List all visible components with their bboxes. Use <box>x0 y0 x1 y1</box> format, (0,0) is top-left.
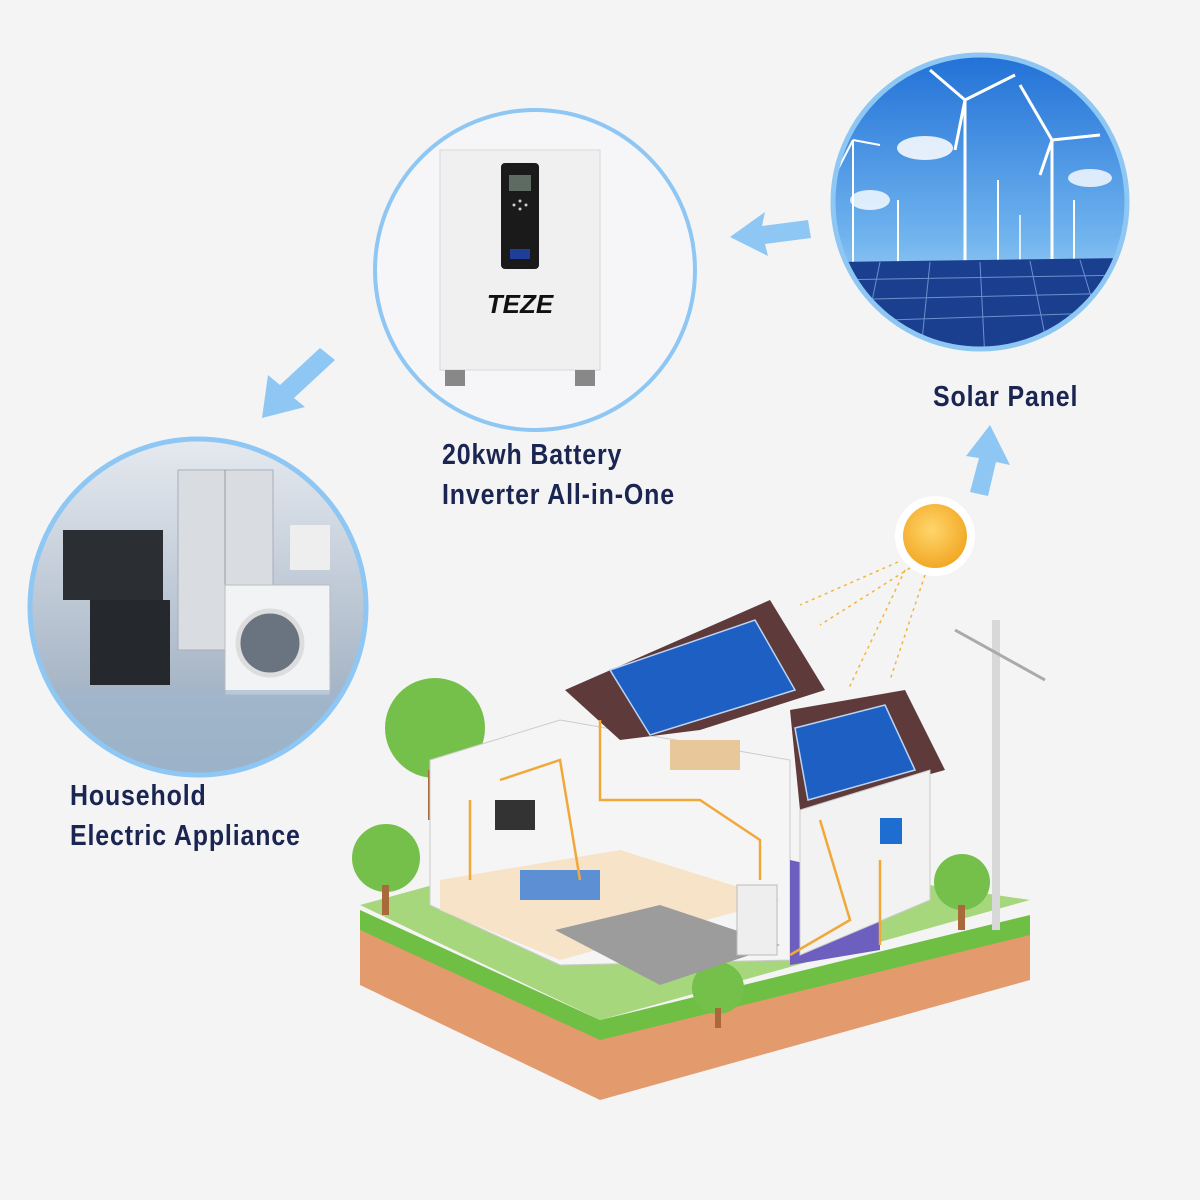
utility-pole <box>992 620 1000 930</box>
solar-panel-label: Solar Panel <box>933 381 1079 413</box>
arrow-up-icon <box>966 425 1010 496</box>
battery-label-line2: Inverter All-in-One <box>442 479 675 511</box>
appliance-label-line2: Electric Appliance <box>70 820 301 852</box>
oven-icon <box>63 530 163 600</box>
arrow-down-left-icon <box>262 348 335 418</box>
sun-icon <box>799 496 975 691</box>
sofa-icon <box>520 870 600 900</box>
tv-icon <box>495 800 535 830</box>
roof-solar-panel <box>608 619 797 736</box>
flow-arrows <box>262 212 1010 496</box>
arrow-left-icon <box>730 212 811 256</box>
solar-wind-circle <box>830 52 1130 352</box>
battery-inverter-unit: TEZE <box>439 149 601 386</box>
wiring <box>468 720 882 957</box>
battery-label-line1: 20kwh Battery <box>442 439 623 471</box>
solar-house-illustration <box>352 600 1046 1100</box>
teze-logo: TEZE <box>487 289 554 319</box>
bed-icon <box>670 740 740 770</box>
dishwasher-icon <box>90 600 170 685</box>
household-appliance-circle <box>27 436 369 778</box>
coffee-machine-icon <box>290 525 330 570</box>
appliance-label-line1: Household <box>70 780 207 812</box>
inverter-box-icon <box>880 818 902 844</box>
fridge-icon <box>736 884 778 956</box>
battery-inverter-circle: TEZE <box>373 108 697 432</box>
garage-solar-panel <box>794 704 917 801</box>
